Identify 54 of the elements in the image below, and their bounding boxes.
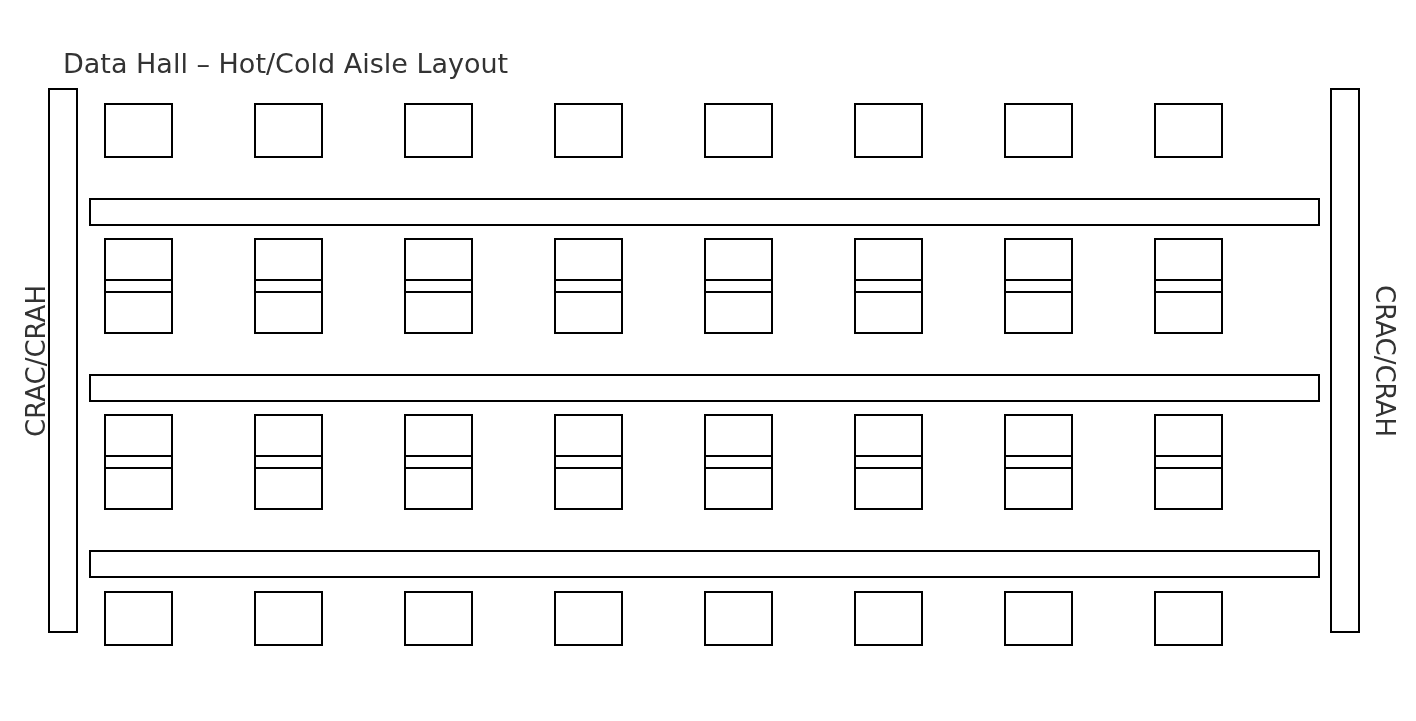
rack-box: [404, 103, 473, 158]
rack-box: [1004, 591, 1073, 646]
rack-box: [404, 238, 473, 293]
rack-box: [254, 591, 323, 646]
rack-box: [704, 591, 773, 646]
rack-box: [1004, 103, 1073, 158]
rack-box: [104, 455, 173, 510]
rack-box: [704, 279, 773, 334]
rack-box: [1154, 591, 1223, 646]
rack-box: [554, 591, 623, 646]
rack-box: [854, 591, 923, 646]
rack-box: [1154, 103, 1223, 158]
rack-box: [1004, 414, 1073, 469]
rack-box: [704, 238, 773, 293]
unit-label: CRAC/CRAH: [21, 284, 51, 437]
rack-box: [104, 414, 173, 469]
rack-box: [854, 238, 923, 293]
rack-box: [254, 414, 323, 469]
unit-label: CRAC/CRAH: [1370, 284, 1400, 437]
rack-box: [554, 279, 623, 334]
diagram-title: Data Hall – Hot/Cold Aisle Layout: [63, 48, 509, 79]
rack-box: [404, 591, 473, 646]
aisle-bar: [89, 198, 1320, 226]
rack-box: [104, 591, 173, 646]
rack-box: [254, 103, 323, 158]
rack-box: [1004, 238, 1073, 293]
rack-box: [404, 455, 473, 510]
rack-box: [1154, 455, 1223, 510]
rack-box: [104, 238, 173, 293]
rack-box: [1154, 279, 1223, 334]
rack-box: [854, 414, 923, 469]
rack-box: [854, 455, 923, 510]
rack-box: [104, 103, 173, 158]
rack-box: [704, 103, 773, 158]
rack-box: [554, 103, 623, 158]
rack-box: [404, 279, 473, 334]
rack-box: [254, 238, 323, 293]
rack-box: [1154, 238, 1223, 293]
rack-box: [554, 414, 623, 469]
rack-box: [704, 455, 773, 510]
rack-box: [1154, 414, 1223, 469]
rack-box: [704, 414, 773, 469]
rack-box: [254, 279, 323, 334]
rack-box: [404, 414, 473, 469]
rack-box: [104, 279, 173, 334]
aisle-bar: [89, 374, 1320, 402]
rack-box: [1004, 279, 1073, 334]
aisle-bar: [89, 550, 1320, 578]
rack-box: [854, 279, 923, 334]
rack-box: [254, 455, 323, 510]
rack-box: [554, 455, 623, 510]
rack-box: [854, 103, 923, 158]
rack-box: [1004, 455, 1073, 510]
rack-box: [554, 238, 623, 293]
